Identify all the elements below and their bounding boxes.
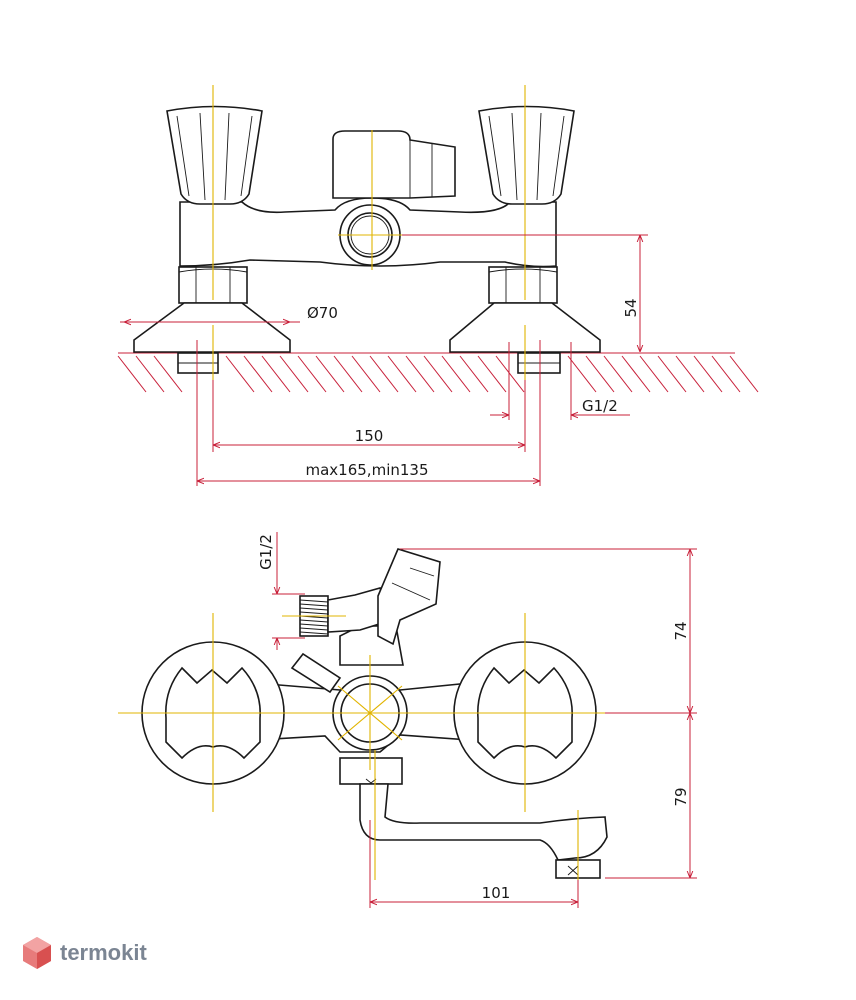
top-diverter	[377, 548, 441, 646]
front-axes	[212, 85, 526, 380]
top-view: G1/2 74 79 101	[118, 532, 697, 908]
dim-150: 150	[355, 427, 384, 445]
top-dimensions	[272, 532, 697, 908]
wall-hatching	[117, 352, 759, 393]
dim-thread-top: G1/2	[582, 397, 618, 415]
front-dimensions	[120, 234, 648, 486]
right-knob	[478, 105, 575, 205]
spout	[339, 757, 608, 879]
dim-54: 54	[622, 298, 640, 317]
top-axes	[118, 613, 650, 880]
brand-name: termokit	[60, 940, 147, 965]
right-eccentric	[517, 352, 561, 374]
dim-range: max165,min135	[306, 461, 429, 479]
left-knob	[166, 105, 263, 205]
brand-watermark: termokit	[22, 936, 147, 970]
dim-thread-side: G1/2	[257, 534, 275, 570]
left-escutcheon	[133, 302, 291, 353]
hexagon-cube-icon	[23, 937, 51, 969]
right-nut	[488, 266, 558, 304]
center-diverter	[332, 130, 456, 199]
dim-101: 101	[482, 884, 511, 902]
front-view: 54 Ø70 G1/2 150 max165,min135	[117, 85, 759, 486]
dim-diameter-70: Ø70	[307, 304, 338, 322]
dim-74: 74	[672, 621, 690, 640]
dim-79: 79	[672, 787, 690, 806]
left-eccentric	[177, 352, 219, 374]
